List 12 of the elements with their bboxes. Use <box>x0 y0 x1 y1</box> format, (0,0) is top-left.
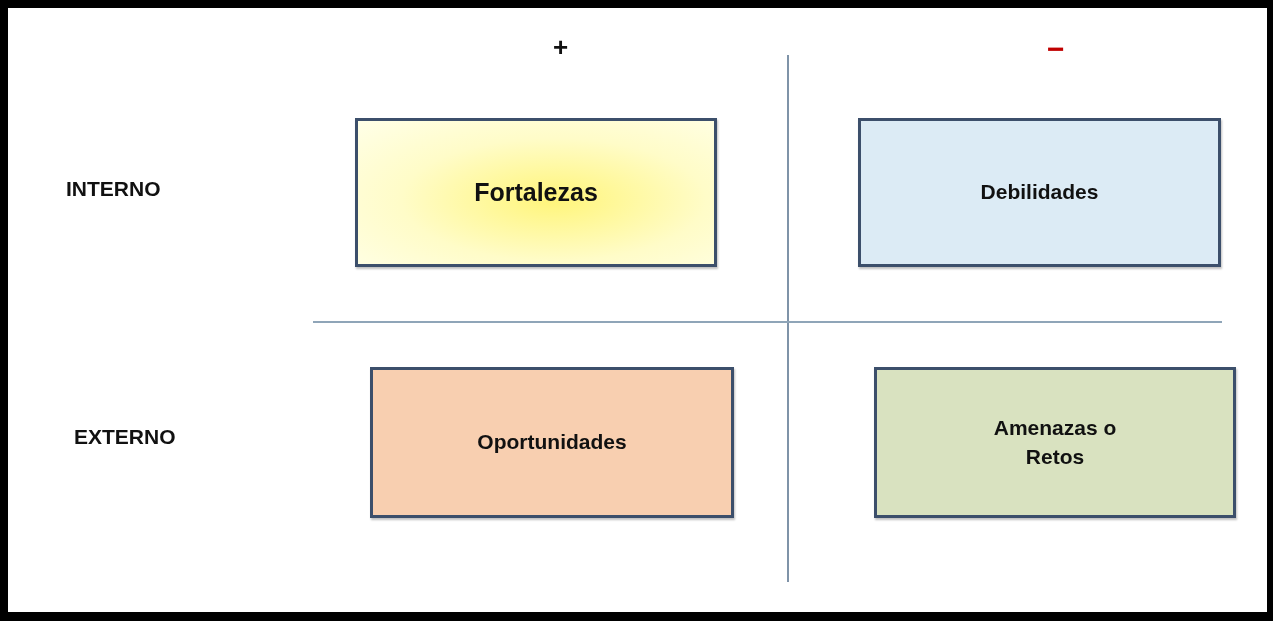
quadrant-title: Oportunidades <box>477 429 627 456</box>
row-label: INTERNO <box>66 178 161 199</box>
minus-sign: − <box>1047 34 1065 64</box>
plus-sign: + <box>553 34 569 60</box>
quadrant-title: Debilidades <box>980 179 1099 206</box>
quadrant-box <box>874 367 1236 518</box>
quadrant-box <box>370 367 734 518</box>
quadrant-box <box>858 118 1221 267</box>
quadrant-box <box>355 118 717 267</box>
quadrant-title: Amenazas o Retos <box>992 415 1118 470</box>
row-label: EXTERNO <box>74 426 176 447</box>
quadrant-title: Fortalezas <box>474 176 598 208</box>
